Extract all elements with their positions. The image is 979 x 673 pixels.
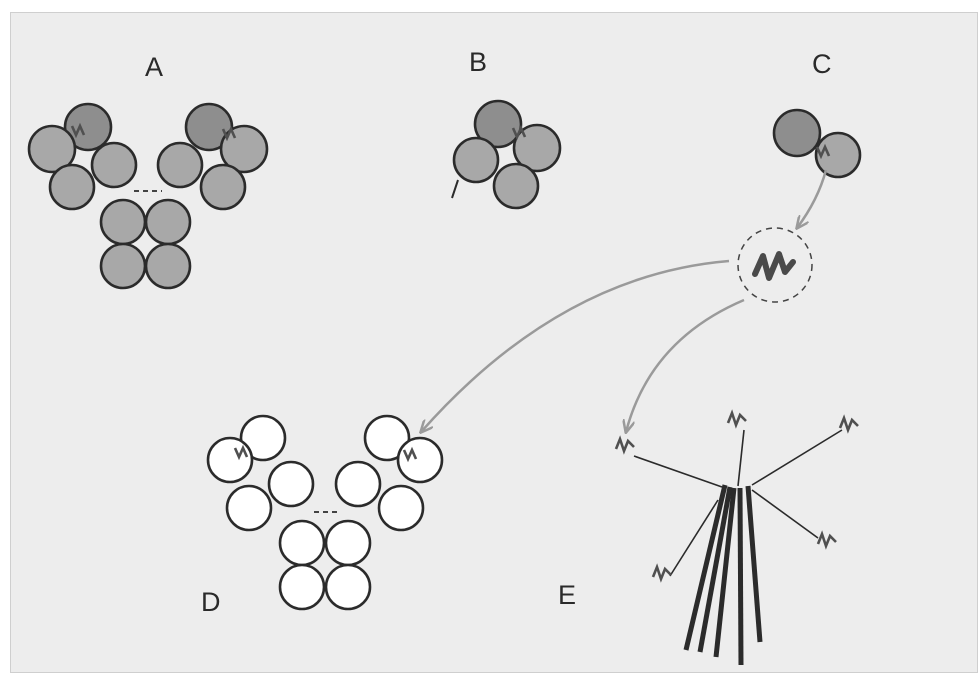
light-chain-constant-domain — [227, 486, 271, 530]
attached-haptens — [616, 413, 858, 579]
fc-domain — [101, 200, 145, 244]
panel-e-fibres — [616, 413, 858, 665]
arrow-to-d — [421, 261, 729, 432]
light-chain-constant-domain — [201, 165, 245, 209]
linker — [634, 456, 722, 487]
variable-domain — [774, 110, 820, 156]
panel-d-antibody-bound — [208, 416, 442, 609]
fc-domain — [146, 244, 190, 288]
hapten-squiggle — [728, 413, 746, 425]
light-chain-constant-domain — [50, 165, 94, 209]
label-e: E — [558, 580, 576, 610]
constant-domain — [494, 164, 538, 208]
light-chain-domain — [398, 438, 442, 482]
fc-domain — [280, 521, 324, 565]
linker — [752, 490, 818, 538]
fc-domain — [101, 244, 145, 288]
arrow-release — [797, 170, 826, 228]
hapten-squiggle — [818, 534, 836, 546]
hapten-squiggle-large — [755, 254, 793, 278]
linker — [738, 430, 744, 486]
hapten-squiggle — [653, 567, 671, 579]
label-b: B — [469, 47, 487, 77]
heavy-chain-domain — [92, 143, 136, 187]
heavy-chain-domain — [269, 462, 313, 506]
hapten-squiggle — [840, 418, 858, 430]
arrow-to-e — [626, 300, 744, 432]
free-hapten — [738, 228, 812, 302]
hinge-tail — [452, 180, 458, 198]
light-chain-domain — [208, 438, 252, 482]
fibre — [740, 488, 741, 665]
label-c: C — [812, 49, 832, 79]
heavy-chain-domain — [454, 138, 498, 182]
panel-c-fv-fragment — [774, 110, 860, 177]
light-chain-constant-domain — [379, 486, 423, 530]
heavy-chain-domain — [336, 462, 380, 506]
fc-domain — [326, 565, 370, 609]
panel-b-fab-fragment — [452, 101, 560, 208]
fc-domain — [326, 521, 370, 565]
label-d: D — [201, 587, 221, 617]
label-a: A — [145, 52, 163, 82]
fc-domain — [146, 200, 190, 244]
panel-a-antibody — [29, 104, 267, 288]
hapten-squiggle — [616, 439, 634, 451]
heavy-chain-domain — [158, 143, 202, 187]
fc-domain — [280, 565, 324, 609]
fibre — [748, 486, 760, 642]
linker — [752, 430, 842, 485]
